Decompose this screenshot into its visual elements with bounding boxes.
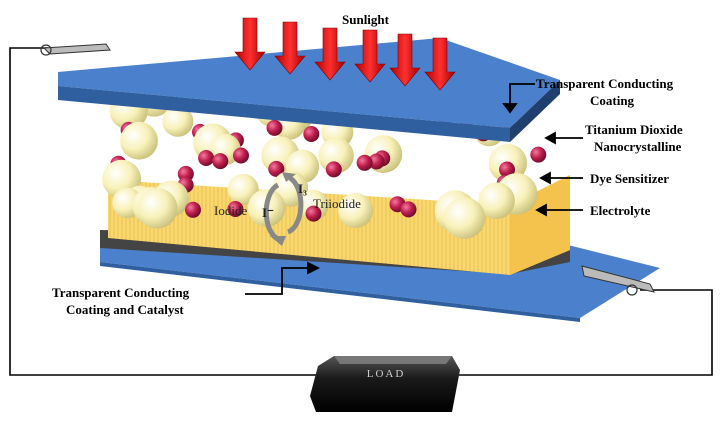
top-electrode-label-line1: Transparent Conducting [536,76,673,92]
dye-particle [357,155,373,171]
iodide-ion-label: I⁻ [262,205,274,221]
tio2-particle [137,188,177,228]
dye-particle [212,153,228,169]
dye-particle [185,202,201,218]
load-label: LOAD [367,368,406,380]
bottom-electrode-label-line2: Coating and Catalyst [66,302,184,318]
triiodide-label: Triiodide [313,196,361,212]
clip-icon [41,44,110,55]
tio2-label-line2: Nanocrystalline [594,139,681,155]
electrolyte-label: Electrolyte [590,203,650,219]
sunlight-label: Sunlight [342,12,389,28]
tio2-particle [444,197,486,239]
dye-label: Dye Sensitizer [590,171,669,187]
dye-particle [326,161,342,177]
iodide-label: Iodide [214,203,247,219]
dye-particle [233,148,249,164]
load-resistor-icon [310,356,460,412]
dye-particle [530,147,546,163]
dye-particle [267,120,283,136]
bottom-electrode-label-line1: Transparent Conducting [52,285,189,301]
triiodide-ion-label: I₃ [298,181,307,197]
dye-particle [303,126,319,142]
dye-particle [198,150,214,166]
top-electrode-label-line2: Coating [590,93,634,109]
tio2-label-line1: Titanium Dioxide [585,122,683,138]
dye-particle [401,201,417,217]
tio2-particle [120,122,158,160]
